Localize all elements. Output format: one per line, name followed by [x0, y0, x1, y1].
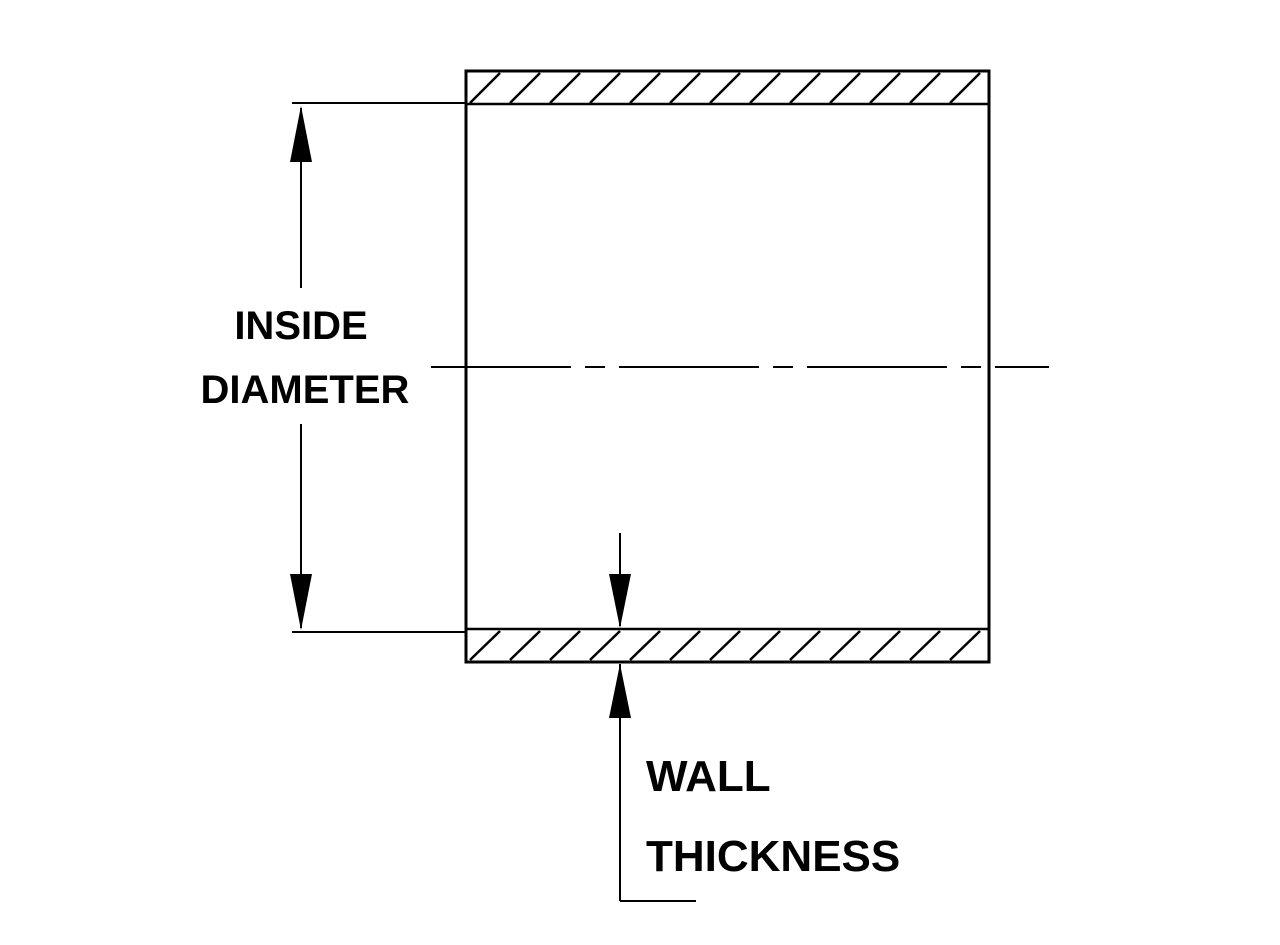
top-wall-hatching — [469, 72, 981, 104]
arrow-down-icon — [609, 574, 631, 628]
arrow-up-icon — [290, 106, 312, 162]
arrow-down-icon — [290, 574, 312, 630]
inside-diameter-label-line1: INSIDE — [234, 304, 367, 348]
inside-diameter-label-line2: DIAMETER — [201, 368, 410, 412]
bottom-wall-hatching — [469, 630, 981, 661]
wall-thickness-label-line2: THICKNESS — [646, 832, 900, 881]
wall-thickness-label-line1: WALL — [646, 752, 771, 801]
